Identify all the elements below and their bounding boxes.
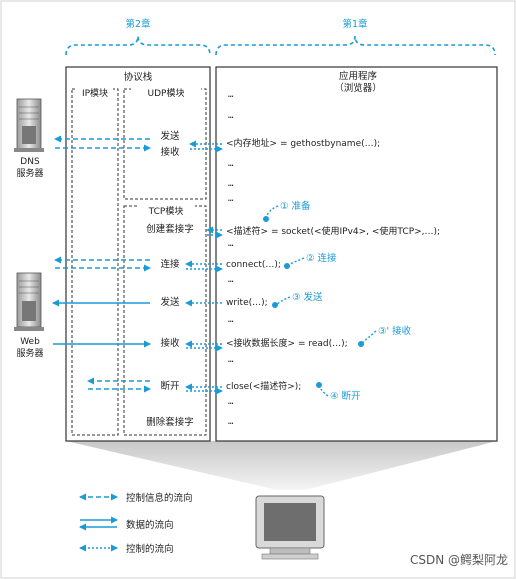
code-close: close(<描述符>); (226, 380, 301, 392)
step-3p-receive: ③' 接收 (378, 325, 412, 337)
web-server-icon (14, 272, 44, 331)
code-dots: … (228, 315, 234, 325)
ip-module-label-top: IP模块 (82, 87, 108, 99)
code-socket: <描述符> = socket(<使用IPv4>, <使用TCP>,…); (226, 225, 440, 237)
code-read: <接收数据长度> = read(…); (226, 337, 348, 349)
code-dots: … (228, 355, 234, 365)
code-dots: … (228, 90, 234, 100)
chapter-1-brace: 第1章 (215, 18, 496, 56)
code-dots: … (228, 111, 234, 121)
stack-send: 发送 (160, 296, 180, 308)
application-panel (215, 66, 498, 442)
chapter-2-brace: 第2章 (65, 18, 211, 56)
step-1-prepare: ① 准备 (280, 200, 311, 212)
code-dots: … (228, 417, 234, 427)
web-server-label-1: Web (20, 337, 40, 347)
legend: 控制信息的流向 数据的流向 控制的流向 (79, 492, 193, 555)
stack-send-udp: 发送 (160, 130, 180, 142)
code-gethostbyname: <内存地址> = gethostbyname(…); (226, 137, 380, 149)
stack-create-socket: 创建套接字 (146, 223, 194, 235)
computer-monitor-icon (255, 495, 325, 560)
tcp-module-label-top: TCP模块 (148, 205, 184, 217)
chapter-2-label: 第2章 (125, 18, 151, 30)
protocol-stack-title: 协议栈 (124, 71, 153, 83)
dns-server-label-2: 服务器 (16, 167, 43, 179)
app-code: … … <内存地址> = gethostbyname(…); … … … <描述… (226, 90, 440, 427)
flow-arrows (52, 135, 223, 395)
code-write: write(…); (226, 298, 268, 308)
dns-server-icon (14, 98, 44, 152)
stack-recv-udp: 接收 (160, 146, 180, 158)
code-dots: … (228, 194, 234, 204)
watermark: CSDN @鳄梨阿龙 (410, 553, 508, 567)
code-connect: connect(…); (226, 260, 281, 270)
legend-data-flow: 数据的流向 (126, 519, 174, 531)
code-dots: … (228, 275, 234, 285)
web-server-label-2: 服务器 (16, 347, 43, 359)
code-dots: … (228, 397, 234, 407)
step-4-close: ④ 断开 (330, 390, 361, 402)
code-dots: … (228, 179, 234, 189)
funnel-shade (66, 441, 497, 490)
legend-control-flow: 控制的流向 (126, 543, 174, 555)
stack-close: 断开 (160, 380, 180, 392)
stack-delete-socket: 删除套接字 (146, 416, 194, 428)
stack-connect: 连接 (160, 258, 180, 270)
step-3-send: ③ 发送 (292, 291, 323, 303)
udp-module-label-top: UDP模块 (148, 87, 185, 99)
application-title-line1: 应用程序 (339, 70, 378, 82)
step-2-connect: ② 连接 (306, 252, 337, 264)
code-dots: … (228, 239, 234, 249)
legend-control-info-flow: 控制信息的流向 (126, 492, 193, 504)
chapter-1-label: 第1章 (342, 18, 368, 30)
stack-recv: 接收 (160, 337, 180, 349)
dns-server-label-1: DNS (20, 157, 40, 167)
code-dots: … (228, 159, 234, 169)
step-dots (263, 216, 364, 388)
protocol-stack-panel (65, 66, 211, 442)
application-title-line2: （浏览器） (334, 82, 382, 94)
